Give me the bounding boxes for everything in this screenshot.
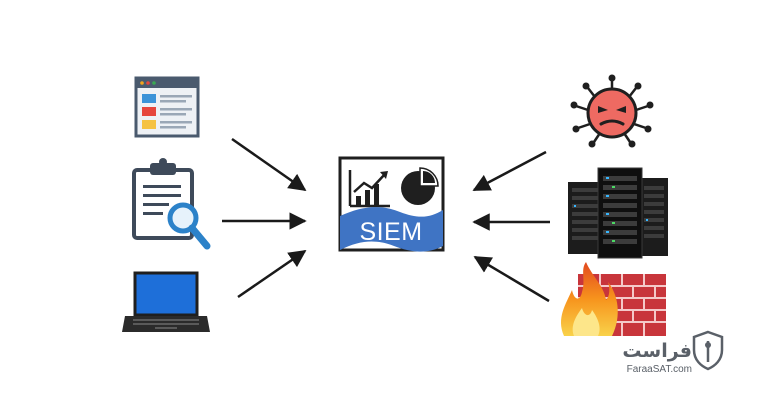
malware-virus-icon	[570, 74, 654, 148]
line-chart-icon	[348, 170, 390, 208]
web-page-icon	[134, 76, 200, 138]
siem-label: SIEM	[359, 218, 422, 246]
pie-chart-icon	[401, 167, 439, 205]
brand-logo: فراست FaraaSAT.com	[622, 330, 724, 375]
arrow-web-to-siem	[231, 137, 307, 192]
firewall-icon	[561, 262, 666, 336]
arrow-laptop-to-siem	[237, 249, 307, 299]
siem-banner	[340, 207, 443, 252]
arrow-virus-to-siem	[472, 150, 547, 192]
siem-board: SIEM	[338, 156, 445, 252]
brand-name-fa: فراست	[622, 340, 692, 362]
brand-url: FaraaSAT.com	[627, 364, 692, 375]
shield-icon	[692, 330, 724, 371]
server-rack-icon	[568, 167, 668, 259]
laptop-icon	[122, 271, 210, 332]
report-search-icon	[132, 158, 211, 250]
arrow-firewall-to-siem	[473, 255, 550, 303]
